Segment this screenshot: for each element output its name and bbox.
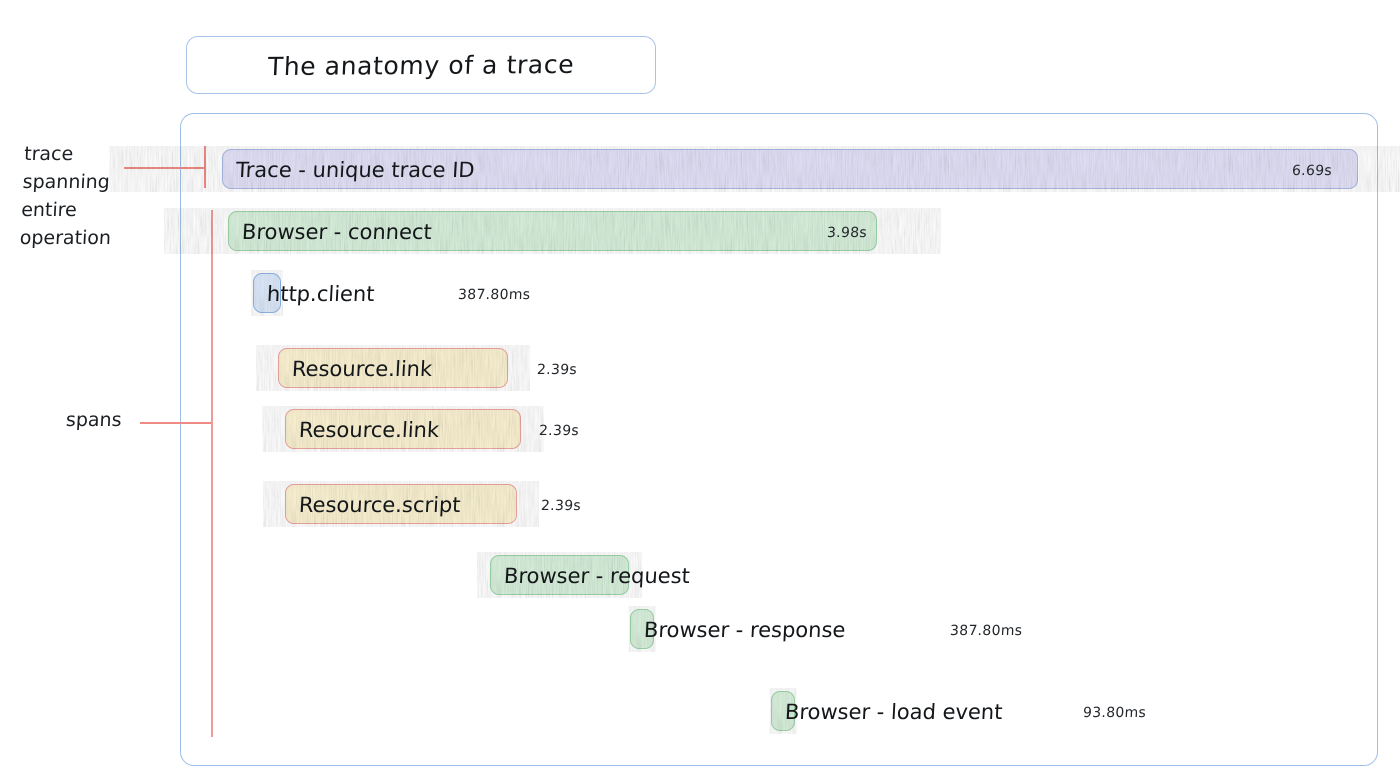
crayon-texture <box>229 212 876 250</box>
span-bar[interactable] <box>285 409 521 449</box>
trace-bracket <box>204 146 206 188</box>
span-bar[interactable] <box>253 273 281 313</box>
crayon-texture <box>631 610 653 648</box>
span-bar[interactable] <box>228 211 877 251</box>
crayon-texture <box>254 274 280 312</box>
span-duration: 2.39s <box>538 423 580 439</box>
spans-annotation-leader-line <box>140 422 212 424</box>
diagram-title-box: The anatomy of a trace <box>186 36 656 94</box>
span-duration: 2.39s <box>540 498 582 514</box>
trace-annotation: trace spanning entire operation <box>19 143 112 249</box>
page-title: The anatomy of a trace <box>267 49 575 81</box>
crayon-texture <box>286 410 520 448</box>
span-bar[interactable] <box>278 348 508 388</box>
trace-annotation-leader-line <box>124 167 206 169</box>
span-duration: 6.69s <box>1291 163 1333 179</box>
spans-annotation: spans <box>65 409 123 431</box>
span-bar[interactable] <box>285 484 517 524</box>
span-duration: 3.98s <box>826 225 868 241</box>
span-duration: 387.80ms <box>949 623 1023 639</box>
crayon-texture <box>223 150 1357 188</box>
spans-bracket <box>211 210 213 737</box>
span-bar[interactable] <box>630 609 654 649</box>
span-duration: 2.39s <box>536 362 578 378</box>
crayon-texture <box>279 349 507 387</box>
crayon-texture <box>491 556 628 594</box>
crayon-texture <box>772 692 794 730</box>
span-duration: 387.80ms <box>457 287 531 303</box>
crayon-texture <box>286 485 516 523</box>
span-bar[interactable] <box>490 555 629 595</box>
span-duration: 93.80ms <box>1082 705 1147 721</box>
span-bar[interactable] <box>771 691 795 731</box>
span-bar[interactable] <box>222 149 1358 189</box>
